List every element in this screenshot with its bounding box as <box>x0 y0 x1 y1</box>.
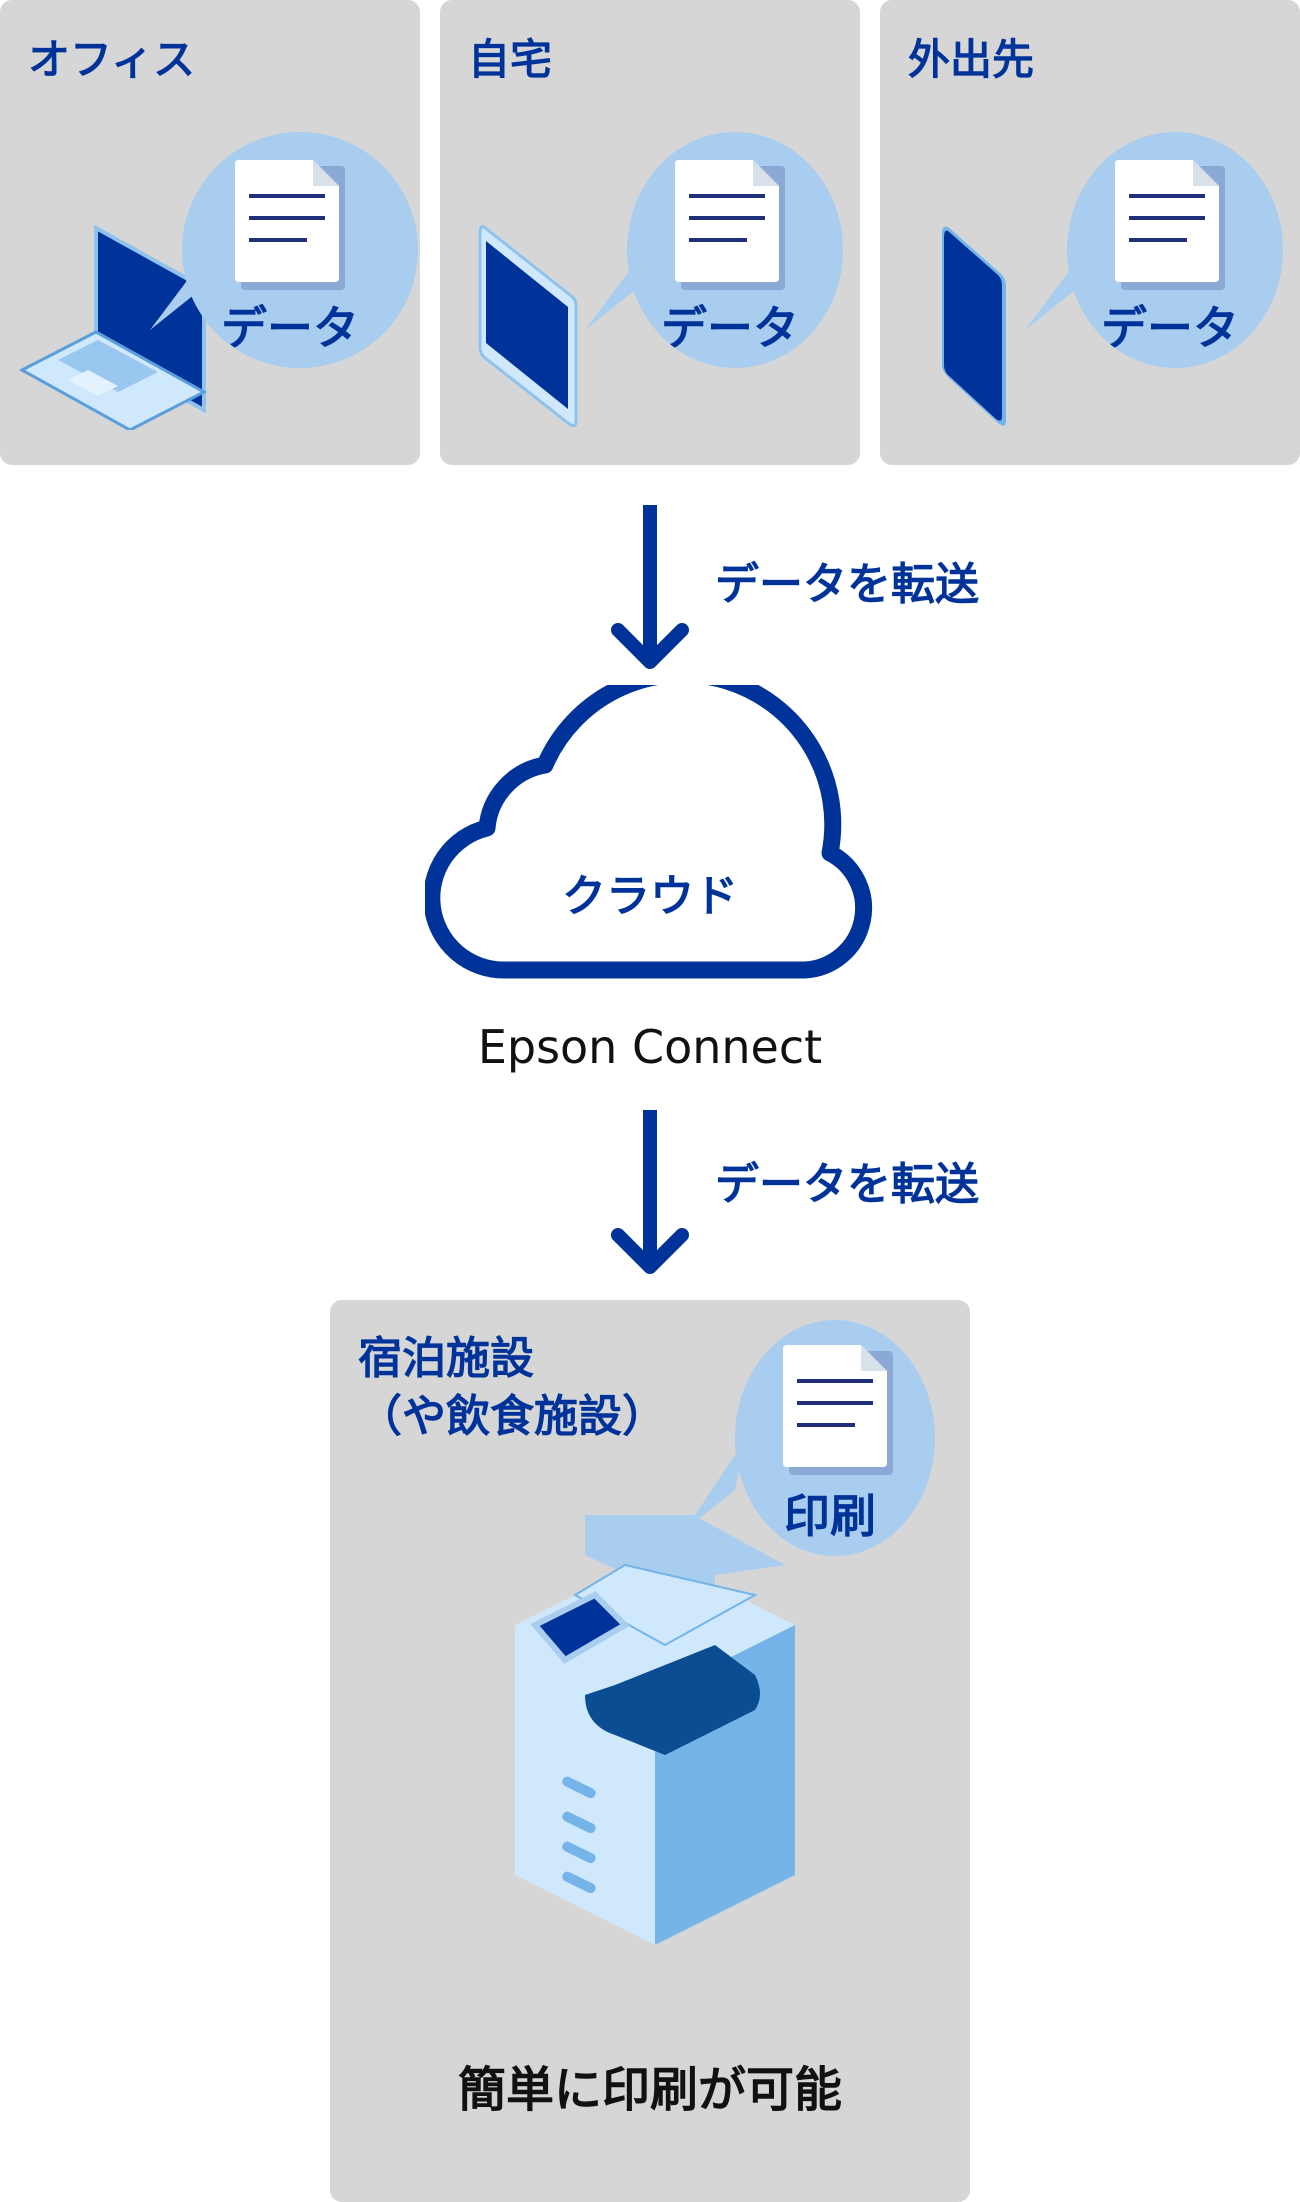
service-name: Epson Connect <box>477 1020 823 1074</box>
document-icon <box>235 160 345 290</box>
smartphone-icon <box>942 226 1006 426</box>
panel-title: オフィス <box>28 35 196 84</box>
destination-title-line1: 宿泊施設 <box>358 1333 534 1384</box>
destination-title-line2: （や飲食施設） <box>358 1391 666 1442</box>
cloud-icon <box>425 685 872 979</box>
laptop-icon <box>18 224 208 430</box>
transfer-label: データを転送 <box>715 559 979 610</box>
down-arrow-icon <box>611 1110 689 1274</box>
caption: 簡単に印刷が可能 <box>457 2062 842 2118</box>
document-icon <box>783 1345 893 1475</box>
panel-title: 自宅 <box>468 35 553 84</box>
bubble-label: 印刷 <box>784 1489 876 1543</box>
bubble-label: データ <box>221 301 359 355</box>
destination-title: 宿泊施設 （や飲食施設） <box>358 1330 666 1446</box>
down-arrow-icon <box>611 505 689 669</box>
bubble-label: データ <box>661 301 799 355</box>
source-panel-outside: 外出先 データ <box>880 0 1300 465</box>
document-icon <box>1115 160 1225 290</box>
panel-title: 外出先 <box>908 35 1035 84</box>
transfer-label: データを転送 <box>715 1159 979 1210</box>
destination-panel: 宿泊施設 （や飲食施設） 印刷 簡単に印刷が可能 <box>330 1300 970 2202</box>
document-icon <box>675 160 785 290</box>
bubble-label: データ <box>1101 301 1239 355</box>
source-panel-office: オフィス データ <box>0 0 420 465</box>
tablet-icon <box>478 225 578 428</box>
cloud-label: クラウド <box>562 871 738 922</box>
source-panel-home: 自宅 データ <box>440 0 860 465</box>
printer-icon <box>515 1515 795 1945</box>
